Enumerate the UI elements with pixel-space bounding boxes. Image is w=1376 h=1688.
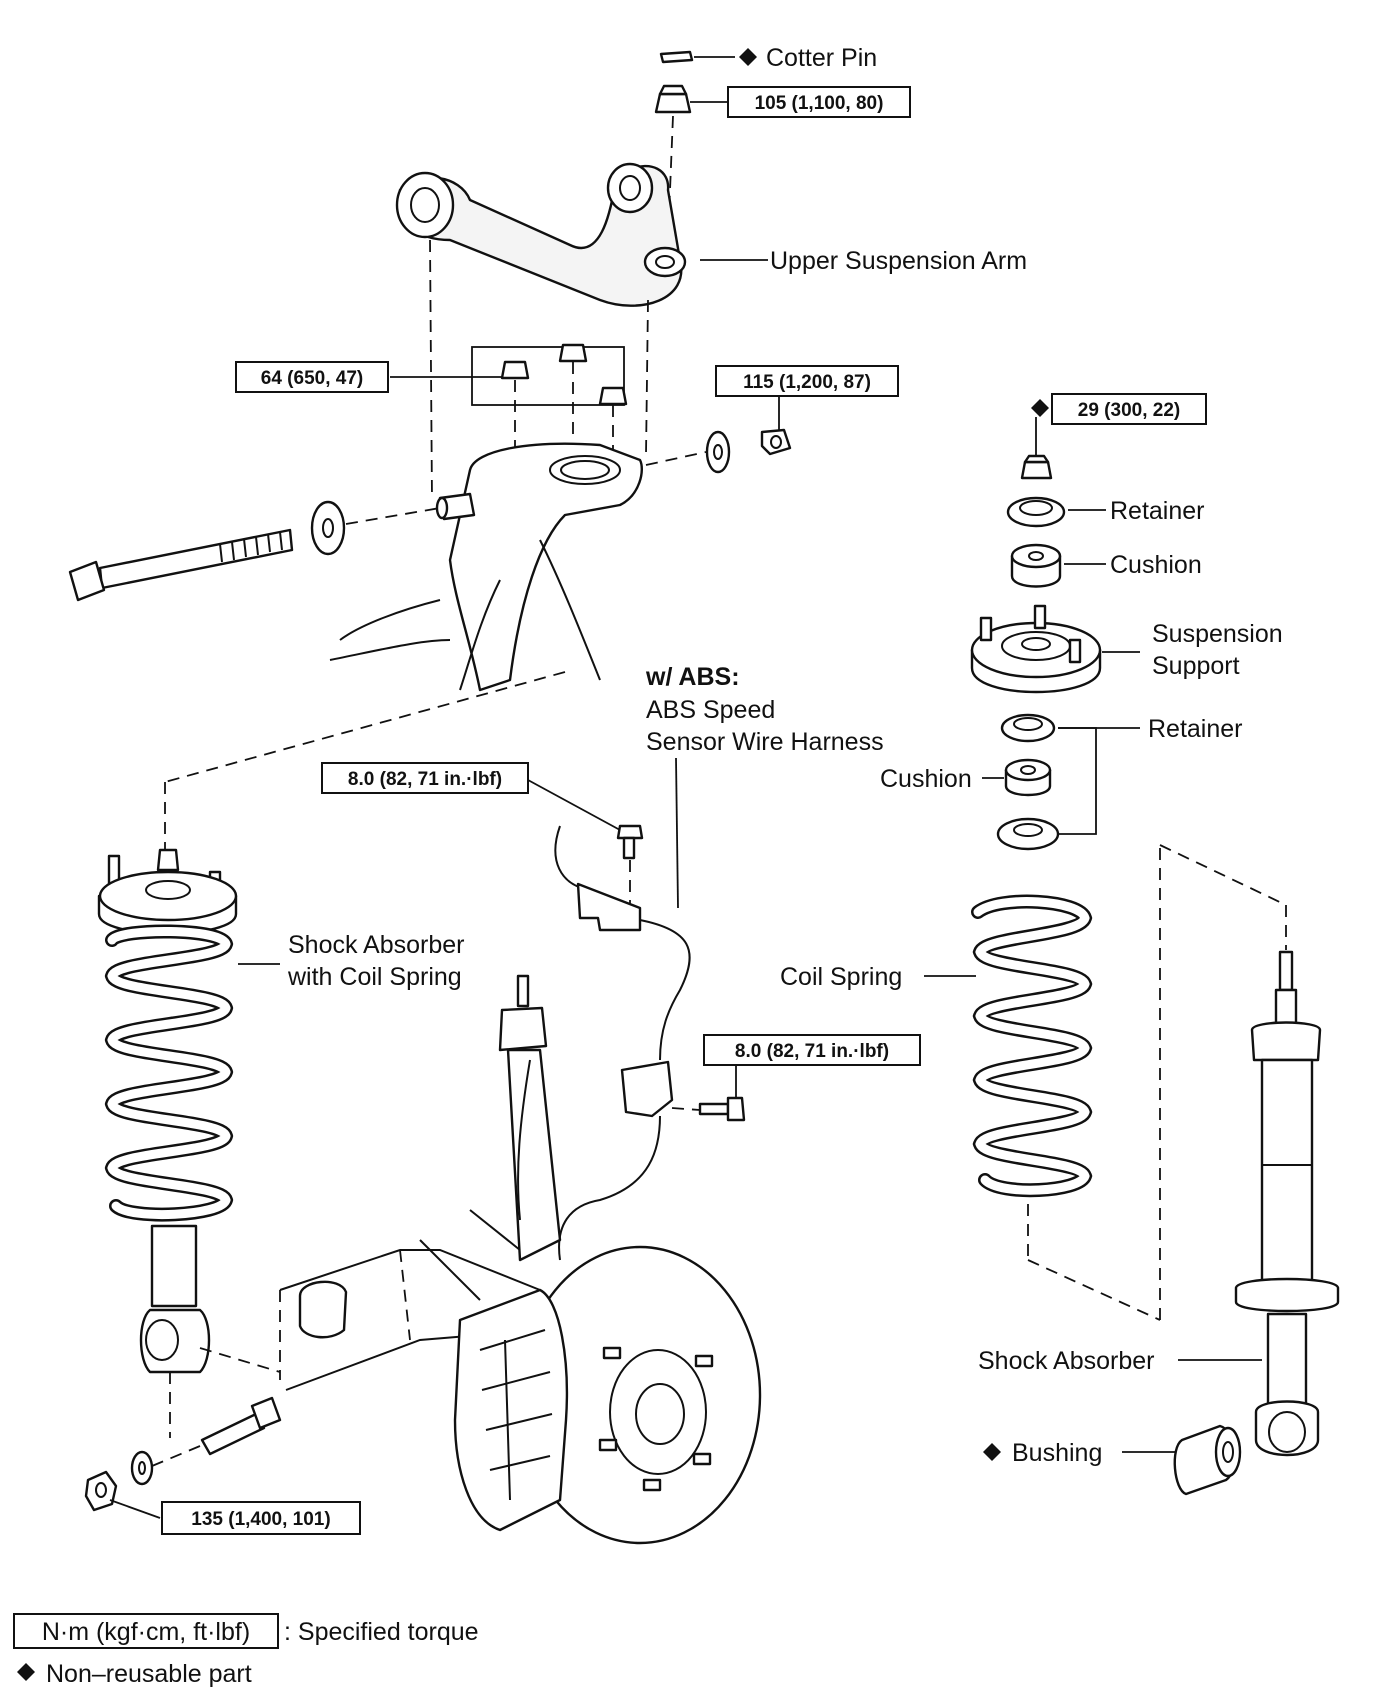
- cushion-top-label: Cushion: [1110, 551, 1202, 579]
- torque-105-text: 105 (1,100, 80): [755, 93, 884, 114]
- bushing-part: [1173, 1424, 1242, 1496]
- cotter-pin-label: Cotter Pin: [766, 44, 877, 72]
- torque-8-lower-box: 8.0 (82, 71 in.·lbf): [703, 1034, 921, 1066]
- retainer-top-label: Retainer: [1110, 497, 1205, 525]
- lower-bolt-part: [200, 1396, 282, 1456]
- legend-box-meaning: : Specified torque: [284, 1618, 479, 1646]
- retainer-lower-label: Retainer: [1148, 715, 1243, 743]
- castle-nut-part: [654, 84, 692, 114]
- lower-seat-part: [996, 817, 1060, 851]
- suspension-support-part: [970, 604, 1102, 694]
- upper-suspension-arm-part: [395, 162, 687, 307]
- shock-with-coil-part: [97, 848, 238, 1374]
- torque-29-box: 29 (300, 22): [1051, 393, 1207, 425]
- torque-8-upper-text: 8.0 (82, 71 in.·lbf): [348, 769, 502, 790]
- torque-105-box: 105 (1,100, 80): [727, 86, 911, 118]
- cushion-top-part: [1010, 543, 1062, 588]
- torque-8-lower-text: 8.0 (82, 71 in.·lbf): [735, 1041, 889, 1062]
- legend-torque: N·m (kgf·cm, ft·lbf) : Specified torque: [13, 1613, 479, 1649]
- torque-135-text: 135 (1,400, 101): [191, 1509, 330, 1530]
- harness-bolt-upper-part: [616, 824, 644, 860]
- cotter-pin-part: [659, 50, 694, 64]
- coil-spring-part: [971, 894, 1093, 1198]
- non-reusable-diamond-29: [1031, 399, 1049, 417]
- retainer-lower-part: [1000, 713, 1056, 743]
- nut-group-64: [500, 343, 628, 406]
- upper-suspension-arm-label: Upper Suspension Arm: [770, 247, 1027, 275]
- non-reusable-diamond-bushing: [983, 1443, 1001, 1461]
- washer-right-part: [705, 430, 731, 474]
- torque-29-text: 29 (300, 22): [1078, 400, 1180, 421]
- abs-header-label: w/ ABS:: [645, 663, 740, 691]
- shock-coil-label-2: with Coil Spring: [287, 963, 462, 991]
- abs-speed-label-1: ABS Speed: [646, 696, 775, 724]
- torque-135-box: 135 (1,400, 101): [161, 1501, 361, 1535]
- legend-nonreusable-text: Non–reusable part: [46, 1660, 252, 1688]
- coil-spring-label: Coil Spring: [780, 963, 902, 991]
- bushing-label: Bushing: [1012, 1439, 1102, 1467]
- suspension-support-label-1: Suspension: [1152, 620, 1283, 648]
- cushion-lower-label: Cushion: [880, 765, 972, 793]
- torque-115-box: 115 (1,200, 87): [715, 365, 899, 397]
- torque-64-box: 64 (650, 47): [235, 361, 389, 393]
- cushion-lower-part: [1004, 758, 1052, 797]
- retainer-top-part: [1006, 496, 1066, 528]
- legend-box-text: N·m (kgf·cm, ft·lbf): [42, 1618, 250, 1646]
- bracket-pin-part: [435, 492, 476, 521]
- nut-115-part: [760, 428, 792, 456]
- torque-64-text: 64 (650, 47): [261, 368, 363, 389]
- lower-nut-part: [84, 1470, 118, 1512]
- washer-left-part: [310, 500, 346, 556]
- legend-diamond-icon: [17, 1663, 35, 1681]
- suspension-support-label-2: Support: [1152, 652, 1240, 680]
- brake-caliper-part: [453, 1288, 569, 1532]
- non-reusable-diamond-cotter: [739, 48, 757, 66]
- harness-bolt-lower-part: [698, 1096, 746, 1122]
- abs-harness-part: [554, 825, 691, 1261]
- nut-29-part: [1020, 454, 1053, 480]
- torque-8-upper-box: 8.0 (82, 71 in.·lbf): [321, 762, 529, 794]
- legend-nonreusable: Non–reusable part: [17, 1660, 252, 1688]
- steering-knuckle-part: [498, 974, 562, 1262]
- shock-coil-label-1: Shock Absorber: [288, 931, 465, 959]
- shock-absorber-part: [1234, 950, 1340, 1457]
- abs-speed-label-2: Sensor Wire Harness: [646, 728, 884, 756]
- long-bolt-part: [68, 528, 294, 602]
- frame-bracket-part: [329, 442, 643, 692]
- lower-washer-part: [130, 1450, 154, 1486]
- shock-absorber-label: Shock Absorber: [978, 1347, 1155, 1375]
- torque-115-text: 115 (1,200, 87): [743, 372, 871, 393]
